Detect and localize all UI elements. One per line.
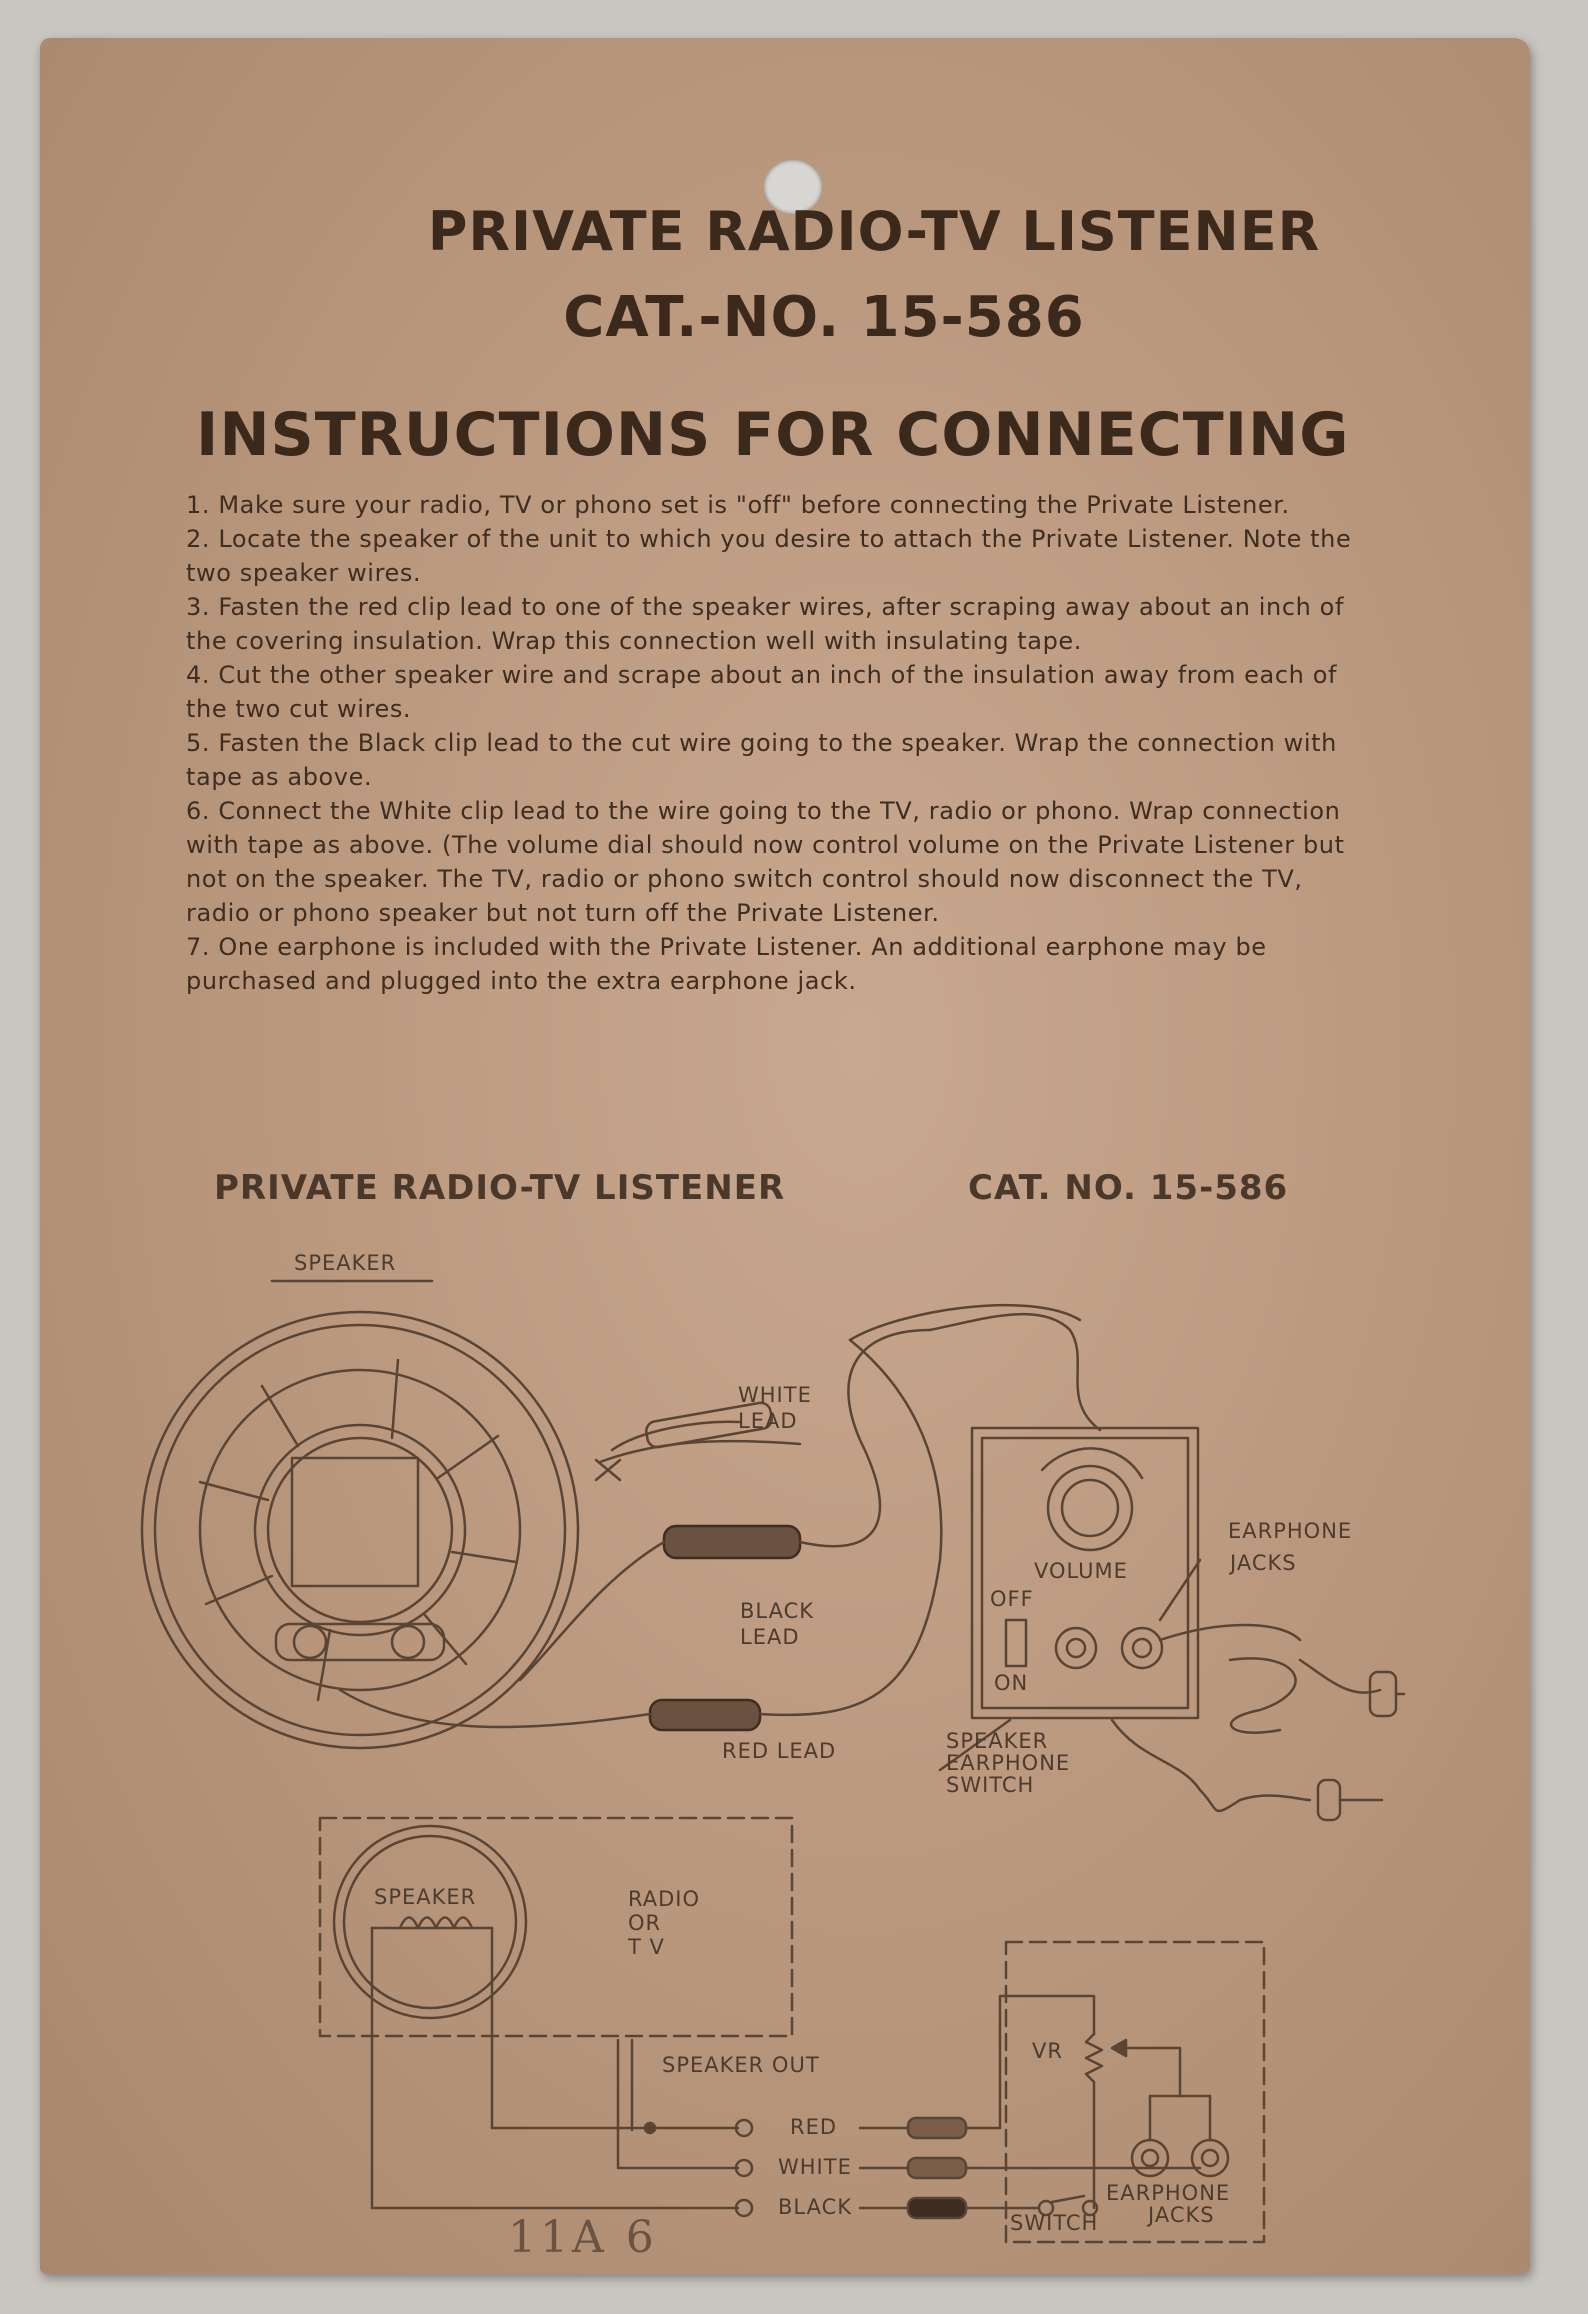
instruction-step-7: 7. One earphone is included with the Pri… xyxy=(186,933,1267,995)
label-black-lead-2: LEAD xyxy=(740,1625,800,1649)
product-title: PRIVATE RADIO-TV LISTENER xyxy=(427,200,1321,263)
label-white-lead: WHITE xyxy=(738,1383,812,1407)
instruction-step-6: 6. Connect the White clip lead to the wi… xyxy=(186,797,1345,927)
diagram-heading: PRIVATE RADIO-TV LISTENER xyxy=(214,1168,786,1208)
speaker-illustration xyxy=(140,1279,580,1750)
schematic-label-vr: VR xyxy=(1032,2039,1063,2063)
schematic-label-jacks: JACKS xyxy=(1146,2203,1215,2227)
label-speaker: SPEAKER xyxy=(294,1251,396,1275)
section-title: INSTRUCTIONS FOR CONNECTING xyxy=(196,400,1350,470)
instruction-step-2: 2. Locate the speaker of the unit to whi… xyxy=(186,525,1352,587)
schematic-label-tv: T V xyxy=(627,1935,665,1959)
diagram-catalog-number: CAT. NO. 15-586 xyxy=(968,1168,1289,1208)
instruction-card xyxy=(40,38,1530,2274)
label-black-lead: BLACK xyxy=(740,1599,814,1623)
schematic-label-speaker-out: SPEAKER OUT xyxy=(662,2053,820,2077)
label-white-lead-2: LEAD xyxy=(738,1409,798,1433)
control-box-illustration xyxy=(938,1426,1406,1822)
instruction-step-1: 1. Make sure your radio, TV or phono set… xyxy=(186,491,1290,519)
instruction-list: 1. Make sure your radio, TV or phono set… xyxy=(186,488,1366,998)
label-speaker-switch-3: SWITCH xyxy=(946,1773,1034,1797)
schematic-label-radio: RADIO xyxy=(628,1887,700,1911)
label-speaker-switch-2: EARPHONE xyxy=(946,1751,1070,1775)
schematic-label-speaker: SPEAKER xyxy=(374,1885,476,1909)
schematic-diagram xyxy=(318,1816,1266,2244)
label-earphone-jacks-2: JACKS xyxy=(1228,1551,1297,1575)
print-code-stamp: 11A 6 xyxy=(508,2212,658,2263)
instruction-step-4: 4. Cut the other speaker wire and scrape… xyxy=(186,661,1338,723)
label-speaker-switch: SPEAKER xyxy=(946,1729,1048,1753)
schematic-label-red: RED xyxy=(790,2115,837,2139)
schematic-label-black: BLACK xyxy=(778,2195,852,2219)
catalog-number: CAT.-NO. 15-586 xyxy=(563,285,1085,350)
instruction-step-5: 5. Fasten the Black clip lead to the cut… xyxy=(186,729,1337,791)
schematic-label-earphone: EARPHONE xyxy=(1106,2181,1230,2205)
label-on: ON xyxy=(994,1671,1028,1695)
label-off: OFF xyxy=(990,1587,1034,1611)
schematic-label-switch: SWITCH xyxy=(1010,2211,1098,2235)
schematic-label-or: OR xyxy=(628,1911,661,1935)
instruction-step-3: 3. Fasten the red clip lead to one of th… xyxy=(186,593,1345,655)
label-volume: VOLUME xyxy=(1034,1559,1128,1583)
label-red-lead: RED LEAD xyxy=(722,1739,836,1763)
label-earphone-jacks: EARPHONE xyxy=(1228,1519,1352,1543)
hang-hole xyxy=(764,160,822,214)
schematic-label-white: WHITE xyxy=(778,2155,852,2179)
clip-leads xyxy=(338,1303,1102,1732)
